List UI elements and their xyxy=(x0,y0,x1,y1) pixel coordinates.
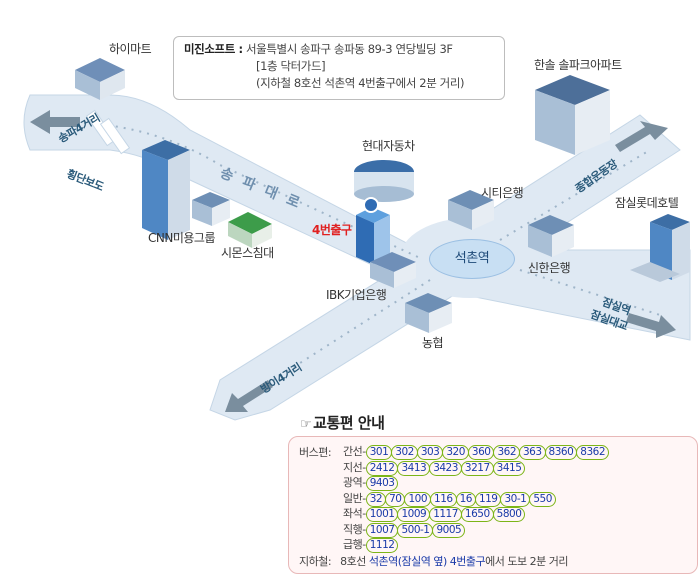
arrow-east-icon xyxy=(626,313,676,338)
himart-building xyxy=(75,58,125,100)
bus-type: 간선- xyxy=(343,445,366,458)
lotte-hotel xyxy=(630,214,690,282)
subway-exit: 석촌역(잠실역 옆) 4번출구 xyxy=(368,555,486,568)
hansol-label: 한솔 솔파크아파트 xyxy=(534,58,622,72)
bus-route-chip: 3217 xyxy=(460,460,494,476)
bus-type: 일반- xyxy=(343,491,366,505)
traffic-title-text: 교통편 안내 xyxy=(313,414,385,432)
hyundai-building xyxy=(354,160,414,202)
ibk-label: IBK기업은행 xyxy=(326,288,387,302)
bus-route-chip: 1650 xyxy=(460,507,494,522)
bus-route-chip: 8362 xyxy=(576,445,610,460)
address-line-3: (지하철 8호선 석촌역 4번출구에서 2분 거리) xyxy=(256,76,465,90)
bus-route-chip: 8360 xyxy=(544,445,578,460)
subway-line: 8호선 xyxy=(340,555,366,568)
bus-prefix: 버스편: xyxy=(299,446,332,459)
bus-row: 광역-9403 xyxy=(343,474,399,491)
himart-label: 하이마트 xyxy=(109,42,152,56)
ibk-building xyxy=(356,197,416,288)
bus-route-chip: 9403 xyxy=(365,476,399,491)
bus-row: 급행-1112 xyxy=(343,536,399,553)
road-center-line-ne xyxy=(499,149,651,241)
simmons-building xyxy=(228,212,272,248)
pointing-hand-icon: ☞ xyxy=(300,417,312,432)
bus-type: 지선- xyxy=(343,460,366,474)
hyundai-label: 현대자동차 xyxy=(362,139,415,153)
company-name: 미진소프트 : xyxy=(184,42,243,56)
hansol-apartments xyxy=(535,75,610,155)
address-line-2: [1층 닥터가드] xyxy=(256,59,326,73)
bus-route-chip: 500-1 xyxy=(397,522,434,538)
bus-route-chip: 550 xyxy=(529,491,556,507)
small-building-1 xyxy=(192,192,230,226)
lotte-label: 잠실롯데호텔 xyxy=(615,196,679,210)
citi-building xyxy=(448,190,494,230)
traffic-title: ☞교통편 안내 xyxy=(300,412,385,433)
bus-type: 광역- xyxy=(343,476,366,489)
address-callout: 미진소프트 : 서울특별시 송파구 송파동 89-3 연당빌딩 3F [1층 닥… xyxy=(173,36,505,100)
bus-route-chip: 3423 xyxy=(429,460,462,476)
direction-arrows xyxy=(30,110,676,412)
crosswalk-stripes xyxy=(85,109,131,155)
nonghyup-building xyxy=(405,293,452,333)
citi-label: 시티은행 xyxy=(481,186,524,200)
bus-route-chip: 3415 xyxy=(492,460,526,476)
bus-route-chip: 3413 xyxy=(397,460,431,476)
exit-4-label: 4번출구 xyxy=(312,223,352,237)
cnn-label: CNN미용그룹 xyxy=(148,231,216,245)
arrow-northeast-icon xyxy=(615,121,668,152)
road-center-line-east xyxy=(519,269,661,316)
arrow-southwest-icon xyxy=(225,380,273,412)
arrow-west-icon xyxy=(30,110,80,134)
subway-row: 지하철: 8호선 석촌역(잠실역 옆) 4번출구에서 도보 2분 거리 xyxy=(299,553,568,569)
bus-route-chip: 9005 xyxy=(432,522,466,538)
nonghyup-label: 농협 xyxy=(422,336,444,350)
bus-type: 좌석- xyxy=(343,507,366,520)
simmons-label: 시몬스침대 xyxy=(221,246,274,260)
cnn-building xyxy=(142,140,190,240)
subway-suffix: 에서 도보 2분 거리 xyxy=(485,555,568,568)
address-line-1: 서울특별시 송파구 송파동 89-3 연당빌딩 3F xyxy=(245,42,453,56)
shinhan-label: 신한은행 xyxy=(528,261,571,275)
shinhan-building xyxy=(528,215,574,257)
bus-type: 직행- xyxy=(343,522,366,536)
bus-route-chip: 5800 xyxy=(492,507,526,522)
bus-type: 급행- xyxy=(343,538,366,551)
subway-prefix: 지하철: xyxy=(299,555,332,568)
bus-route-chip: 1112 xyxy=(365,538,399,553)
station-label: 석촌역 xyxy=(429,239,515,279)
